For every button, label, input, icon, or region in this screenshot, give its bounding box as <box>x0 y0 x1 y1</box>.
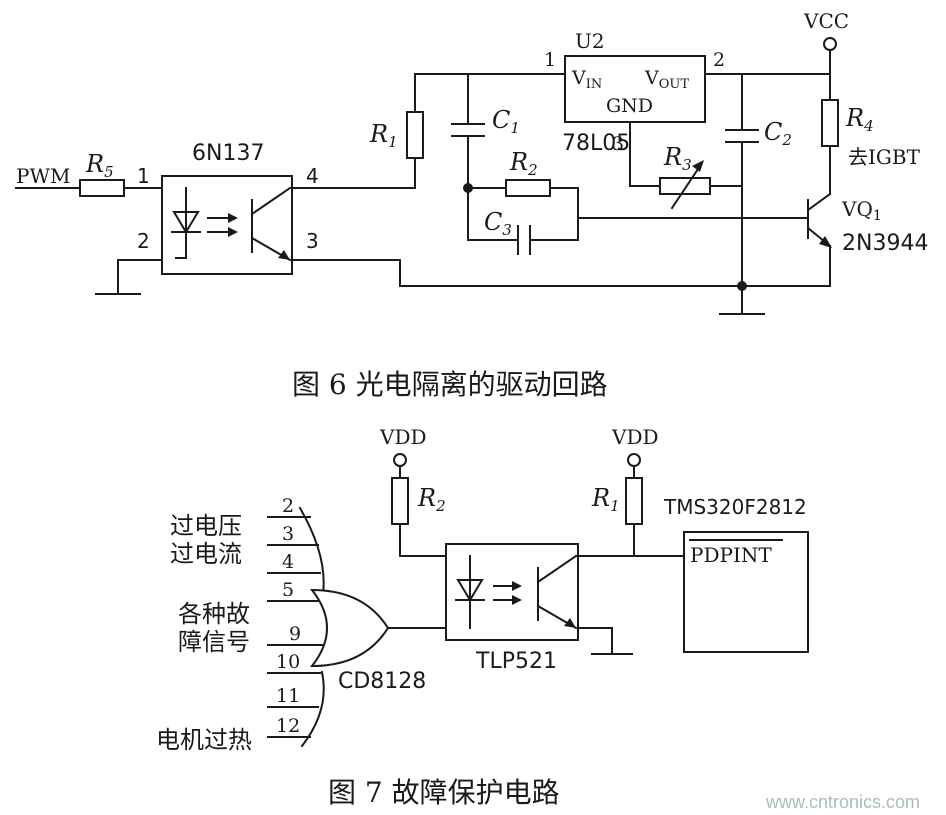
transistor-part-label: 2N3944 <box>842 231 928 256</box>
optocoupler-tlp521 <box>445 543 579 641</box>
figure-6: PWM R5 6N137 1 2 4 3 <box>15 9 928 401</box>
c3-label: C3 <box>484 208 512 239</box>
vcc-terminal-icon <box>823 37 837 51</box>
watermark: www.cntronics.com <box>765 792 920 812</box>
fault-label-various-1: 各种故 <box>178 600 250 628</box>
r2-label: R2 <box>509 148 538 179</box>
r1-fig7-label: R1 <box>591 484 620 515</box>
fault-label-motor-overheat: 电机过热 <box>156 726 252 754</box>
opto-6n137-label: 6N137 <box>192 141 264 166</box>
pin-9: 9 <box>289 623 301 645</box>
tlp521-label: TLP521 <box>475 649 557 674</box>
r4-label: R4 <box>845 104 874 135</box>
wire-r2-right <box>549 187 579 241</box>
vdd-left-label: VDD <box>379 425 427 449</box>
pin-3: 3 <box>282 523 294 545</box>
wire-opto-emitter-ground <box>577 627 613 655</box>
vq1-label: VQ1 <box>841 197 882 224</box>
pwm-label: PWM <box>16 164 71 188</box>
wire-gnd-r3 <box>629 121 661 187</box>
pin-10: 10 <box>276 651 300 673</box>
opto-pin-1: 1 <box>137 164 150 188</box>
vcc-label: VCC <box>803 9 849 33</box>
resistor-r2 <box>505 179 551 197</box>
pin-12: 12 <box>276 715 300 737</box>
dsp-label: TMS320F2812 <box>663 495 807 519</box>
potentiometer-r3 <box>659 177 711 195</box>
led-icon <box>171 187 201 259</box>
or-gate-cd8128 <box>309 588 390 668</box>
dsp-tms320f2812 <box>683 531 809 653</box>
figure-7: 过电压 过电流 各种故 障信号 电机过热 2 3 4 5 9 10 11 12 … <box>156 425 809 809</box>
gate-input-curve <box>298 506 325 748</box>
vin-label: VIN <box>571 67 602 92</box>
pdpint-label: PDPINT <box>690 543 772 567</box>
figure6-caption: 图 6 光电隔离的驱动回路 <box>292 368 608 401</box>
light-arrows-icon <box>493 581 522 605</box>
fault-label-various-2: 障信号 <box>178 628 250 656</box>
fault-label-overcurrent: 过电流 <box>170 540 242 568</box>
resistor-r2-fig7 <box>391 477 409 525</box>
resistor-r5 <box>79 179 125 197</box>
reg-pin-2: 2 <box>713 49 725 71</box>
pin-11: 11 <box>276 685 300 707</box>
wire-opto-pin2-ground <box>117 259 163 295</box>
c1-label: C1 <box>492 106 520 137</box>
opto-pin-2: 2 <box>137 229 150 253</box>
u2-label: U2 <box>575 29 605 53</box>
to-igbt-label: 去IGBT <box>848 145 921 169</box>
regulator-u2 <box>564 55 706 123</box>
vdd-right-label: VDD <box>611 425 659 449</box>
light-arrows-icon <box>207 213 238 237</box>
wire-top-rail <box>414 73 566 189</box>
wire-opto-pin3-ground-rail <box>329 259 831 287</box>
resistor-r1-fig7 <box>625 477 643 525</box>
vdd-right-terminal-icon <box>627 453 641 467</box>
figure7-caption: 图 7 故障保护电路 <box>328 776 560 809</box>
wire-r2-opto <box>399 523 447 557</box>
fault-label-overvoltage: 过电压 <box>170 512 242 540</box>
phototransistor-icon <box>250 186 292 262</box>
cd8128-label: CD8128 <box>338 669 426 694</box>
optocoupler-6n137 <box>161 175 293 275</box>
vout-label: VOUT <box>644 67 689 92</box>
vdd-left-terminal-icon <box>393 453 407 467</box>
regulator-part-label: 78L05 <box>562 131 630 156</box>
led-icon <box>455 555 485 629</box>
r1-label: R1 <box>369 120 398 151</box>
pin-2: 2 <box>282 495 294 517</box>
c2-label: C2 <box>764 118 792 149</box>
potentiometer-r3-arrowhead <box>692 160 704 172</box>
pin-4: 4 <box>282 551 294 573</box>
pin-5: 5 <box>282 579 294 601</box>
potentiometer-r3-arrow-line <box>670 164 702 210</box>
opto-pin-4: 4 <box>306 164 319 188</box>
reg-pin-1: 1 <box>544 49 556 71</box>
resistor-r1 <box>406 111 424 159</box>
opto-pin-3: 3 <box>306 229 319 253</box>
r2-fig7-label: R2 <box>417 484 446 515</box>
resistor-r4 <box>821 99 839 147</box>
r3-label: R3 <box>663 143 692 174</box>
junction-dot-ground <box>737 281 747 291</box>
gnd-label: GND <box>606 95 653 117</box>
npn-transistor-icon <box>806 192 832 248</box>
phototransistor-icon <box>536 554 578 630</box>
reg-pin-3: 3 <box>612 133 624 155</box>
r5-label: R5 <box>85 150 114 181</box>
